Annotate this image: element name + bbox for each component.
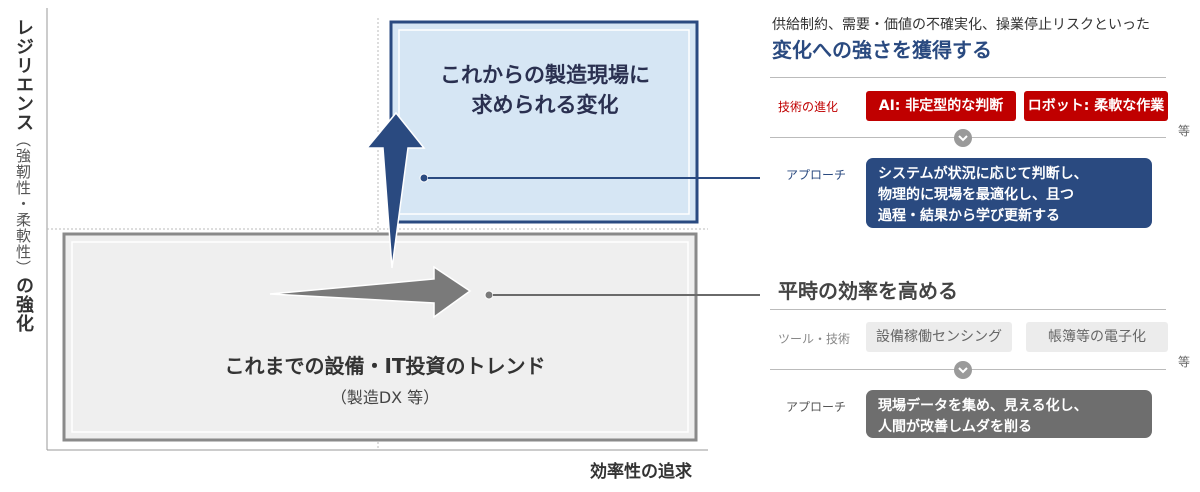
current-heading: 平時の効率を高める: [778, 279, 958, 303]
y-axis-sub: （強靭性・柔軟性）: [14, 132, 32, 276]
ai-tag: AI: 非定型的な判断: [866, 91, 1016, 121]
efficiency-arrow: [269, 265, 472, 319]
diagram-canvas: [46, 8, 760, 451]
upper-box-title-line2: 求められる変化: [471, 93, 619, 117]
upper-box-title-line1: これからの製造現場に: [440, 63, 650, 87]
y-axis-label: レジリエンス（強靭性・柔軟性）の強化: [8, 18, 38, 333]
robot-tag: ロボット: 柔軟な作業: [1024, 91, 1168, 121]
lower-box-title: これまでの設備・IT投資のトレンド: [224, 354, 546, 378]
future-approach-box: システムが状況に応じて判断し、 物理的に現場を最適化し、且つ 過程・結果から学び…: [866, 158, 1152, 228]
upper-box: [389, 20, 699, 224]
upper-connector-dot: [419, 173, 429, 183]
y-axis-suffix: の強化: [13, 276, 34, 333]
current-etc: 等: [1178, 355, 1191, 369]
future-etc: 等: [1178, 124, 1191, 138]
lower-box-subtitle: （製造DX 等）: [330, 388, 440, 407]
future-separator: [770, 77, 1166, 78]
sensing-tag: 設備稼働センシング: [866, 322, 1012, 352]
tools-label: ツール・技術: [778, 332, 851, 346]
upper-box-title: これからの製造現場に 求められる変化: [410, 60, 680, 120]
lower-box: [62, 232, 698, 442]
y-axis-main: レジリエンス: [13, 18, 34, 132]
chevron-down-icon: [954, 361, 972, 379]
tech-evolution-label: 技術の進化: [778, 100, 839, 114]
lower-box-inner: [71, 241, 689, 433]
future-subheading: 供給制約、需要・価値の不確実化、操業停止リスクといった: [772, 17, 1150, 33]
current-separator: [770, 309, 1166, 310]
current-approach-box: 現場データを集め、見える化し、 人間が改善しムダを削る: [866, 390, 1152, 438]
future-approach-label: アプローチ: [786, 168, 847, 182]
future-heading: 変化への強さを獲得する: [772, 38, 992, 62]
digitization-tag: 帳簿等の電子化: [1026, 322, 1168, 352]
x-axis-label: 効率性の追求: [590, 462, 692, 482]
resilience-arrow: [365, 111, 426, 269]
lower-connector-dot: [484, 290, 494, 300]
chevron-down-icon: [954, 129, 972, 147]
current-approach-label: アプローチ: [786, 400, 847, 414]
